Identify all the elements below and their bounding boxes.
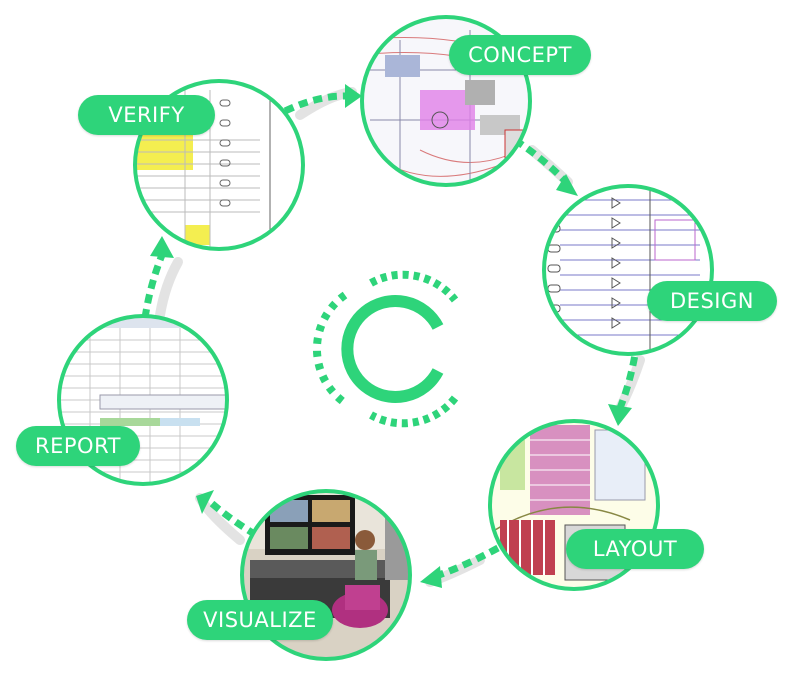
arrow-visualize-report [205,497,258,538]
stage-label-report: REPORT [16,426,140,466]
arrow-layout-visualize [434,544,500,580]
arrowhead-verify [150,236,174,258]
stage-label-design: DESIGN [647,281,777,321]
stage-label-layout: LAYOUT [566,529,704,569]
arrowhead-design [556,174,578,196]
arrowhead-report [196,490,214,514]
arrowhead-layout [608,404,632,426]
arrowheads [150,84,632,588]
report-image [57,314,229,486]
arrowhead-concept [345,84,362,108]
design-image [542,184,714,356]
stage-label-verify: VERIFY [78,95,215,135]
stage-label-concept: CONCEPT [449,35,591,75]
arrowhead-visualize [420,566,442,588]
stage-label-visualize: VISUALIZE [187,600,333,640]
c-logo-icon [313,270,459,428]
verify-image [133,79,305,251]
arrow-report-verify [141,253,166,319]
